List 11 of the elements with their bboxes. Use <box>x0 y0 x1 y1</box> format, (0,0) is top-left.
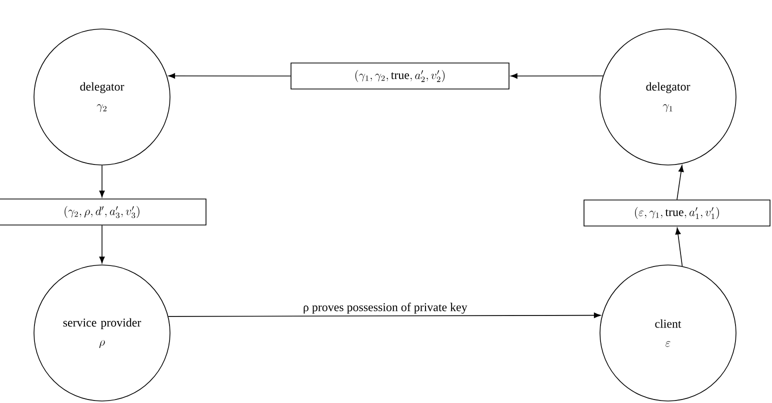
arrow <box>510 73 604 79</box>
arrow <box>676 165 684 200</box>
message-box: $(\varepsilon, \gamma_1, \mathrm{true}, a'_1, v'_1)$ <box>584 200 770 226</box>
edge-label: ρ proves possession of private key <box>302 302 468 315</box>
arrow <box>675 228 683 266</box>
arrow <box>168 312 601 318</box>
arrow <box>99 225 105 264</box>
arrow <box>99 165 105 198</box>
message-box: $(\gamma_2, \rho, d', a'_3, v'_3)$ <box>0 198 206 226</box>
message-box: $(\gamma_1, \gamma_2, \mathrm{true}, a'_2, v'_2)$ <box>290 62 510 90</box>
arrow <box>168 73 291 79</box>
